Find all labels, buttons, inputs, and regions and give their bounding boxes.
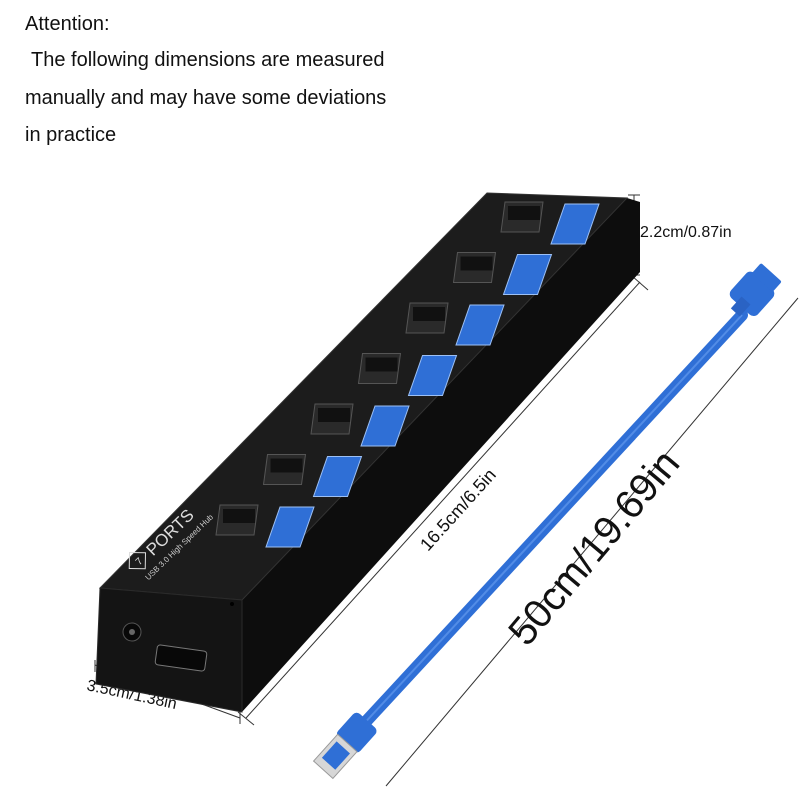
usb-cable xyxy=(312,263,782,780)
switch-rocker xyxy=(223,509,255,523)
cable-dimension xyxy=(385,297,799,787)
usb3-port[interactable] xyxy=(312,456,363,497)
attention-line-1: The following dimensions are measured xyxy=(31,49,385,71)
attention-heading: Attention: xyxy=(25,13,110,35)
switch-rocker xyxy=(270,458,303,473)
switch-rocker xyxy=(413,307,445,321)
usb3-port[interactable] xyxy=(265,506,315,548)
port-row xyxy=(500,201,600,245)
usb3-port[interactable] xyxy=(502,254,553,295)
port-row xyxy=(357,353,458,396)
switch-rocker xyxy=(318,408,350,422)
usb-hub: 7 PORTS USB 3.0 High Speed Hub xyxy=(95,192,640,713)
usb3-port[interactable] xyxy=(407,355,458,396)
port-row xyxy=(215,504,315,548)
port-row xyxy=(310,403,410,447)
attention-line-3: in practice xyxy=(25,124,117,146)
port-row xyxy=(405,302,505,346)
usb3-port[interactable] xyxy=(550,203,600,245)
logo-number: 7 xyxy=(134,556,146,568)
switch-rocker xyxy=(460,256,493,271)
usb3-port[interactable] xyxy=(360,405,410,447)
length-dimension xyxy=(237,275,649,726)
led-indicator xyxy=(230,602,234,606)
port-row xyxy=(262,454,363,497)
micro-usb3-plug xyxy=(729,263,782,317)
usb-a-plug xyxy=(312,712,377,780)
switch-rocker xyxy=(365,357,398,372)
usb3-port[interactable] xyxy=(455,304,505,346)
port-row xyxy=(452,252,553,295)
attention-line-2: manually and may have some deviations xyxy=(25,87,387,109)
micro-usb3-input-port xyxy=(154,644,208,672)
height-label: 2.2cm/0.87in xyxy=(640,224,732,241)
switch-rocker xyxy=(508,206,540,220)
